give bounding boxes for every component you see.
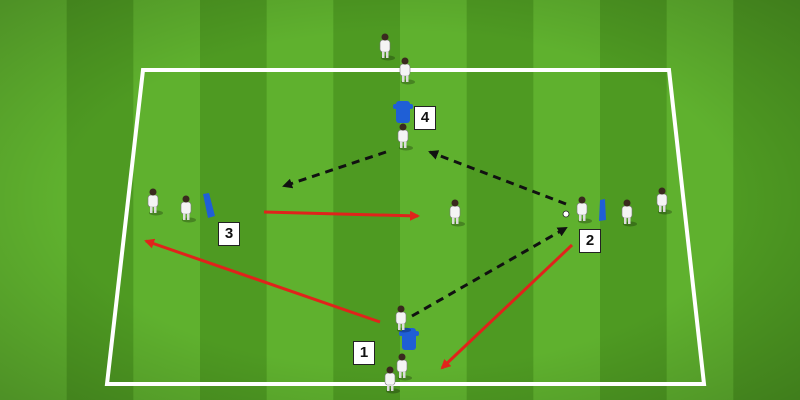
run-arrow-2-to-1 <box>440 243 574 370</box>
player-2c <box>656 187 672 215</box>
player-3a <box>147 188 163 216</box>
pass-arrow-1-to-2 <box>411 226 568 318</box>
mannequin-station-3 <box>203 193 215 218</box>
player-1 <box>395 305 411 333</box>
players-layer <box>147 33 672 394</box>
arrows-layer <box>144 150 574 370</box>
player-2 <box>576 196 592 224</box>
station-label-2: 2 <box>579 229 601 253</box>
run-arrow-3-to-center <box>263 210 420 221</box>
mannequin-station-4 <box>393 101 413 123</box>
ball <box>562 210 570 218</box>
pass-arrow-2-to-4 <box>428 150 567 206</box>
boundary-line <box>104 68 707 386</box>
center-player <box>449 199 465 227</box>
mannequin-station-2 <box>599 199 606 221</box>
player-3b <box>180 195 196 223</box>
player-top-1 <box>379 33 395 61</box>
station-label-3: 3 <box>218 222 240 246</box>
pass-arrow-4-to-3 <box>282 150 387 189</box>
player-4 <box>397 123 413 151</box>
run-arrow-1-to-3 <box>144 238 381 324</box>
player-1b <box>396 353 412 381</box>
station-label-4: 4 <box>414 106 436 130</box>
station-label-1: 1 <box>353 341 375 365</box>
player-2b <box>621 199 637 227</box>
player-top-2 <box>399 57 415 85</box>
mannequin-station-1 <box>399 328 419 350</box>
player-1c <box>384 366 400 394</box>
